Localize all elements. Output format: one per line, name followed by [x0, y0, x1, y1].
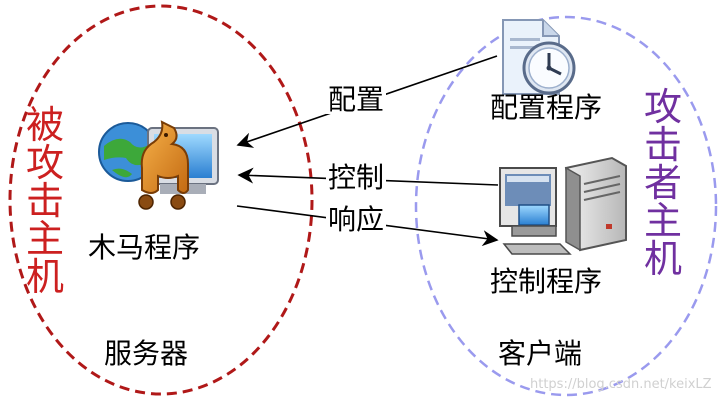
- attacker-title-char: 击: [644, 123, 683, 167]
- server-label: 服务器: [104, 337, 189, 370]
- victim-host-boundary: [8, 4, 314, 396]
- attacker-host-title: 攻 击 者 主 机: [644, 88, 682, 278]
- config-arrow-label: 配置: [326, 83, 387, 116]
- victim-title-char: 击: [26, 179, 65, 223]
- trojan-horse-icon: [98, 120, 219, 210]
- watermark: https://blog.csdn.net/keixLZ: [530, 377, 712, 392]
- trojan-program-label: 木马程序: [88, 231, 201, 264]
- attacker-host-boundary: [414, 15, 718, 397]
- victim-title-char: 攻: [26, 141, 65, 185]
- response-arrow-label: 响应: [326, 203, 387, 236]
- attacker-title-char: 攻: [644, 85, 683, 129]
- victim-title-char: 机: [26, 255, 65, 299]
- attacker-title-char: 机: [644, 237, 683, 281]
- attacker-title-char: 主: [644, 199, 683, 243]
- config-program-label: 配置程序: [490, 91, 603, 124]
- victim-title-char: 主: [26, 217, 65, 261]
- victim-host-title: 被 攻 击 主 机: [26, 106, 64, 296]
- attacker-title-char: 者: [644, 161, 683, 205]
- clock-document-icon: [502, 19, 576, 95]
- computer-server-icon: [499, 156, 627, 255]
- victim-title-char: 被: [26, 103, 65, 147]
- client-label: 客户端: [498, 337, 583, 370]
- control-arrow-label: 控制: [326, 161, 387, 194]
- control-program-label: 控制程序: [490, 265, 603, 298]
